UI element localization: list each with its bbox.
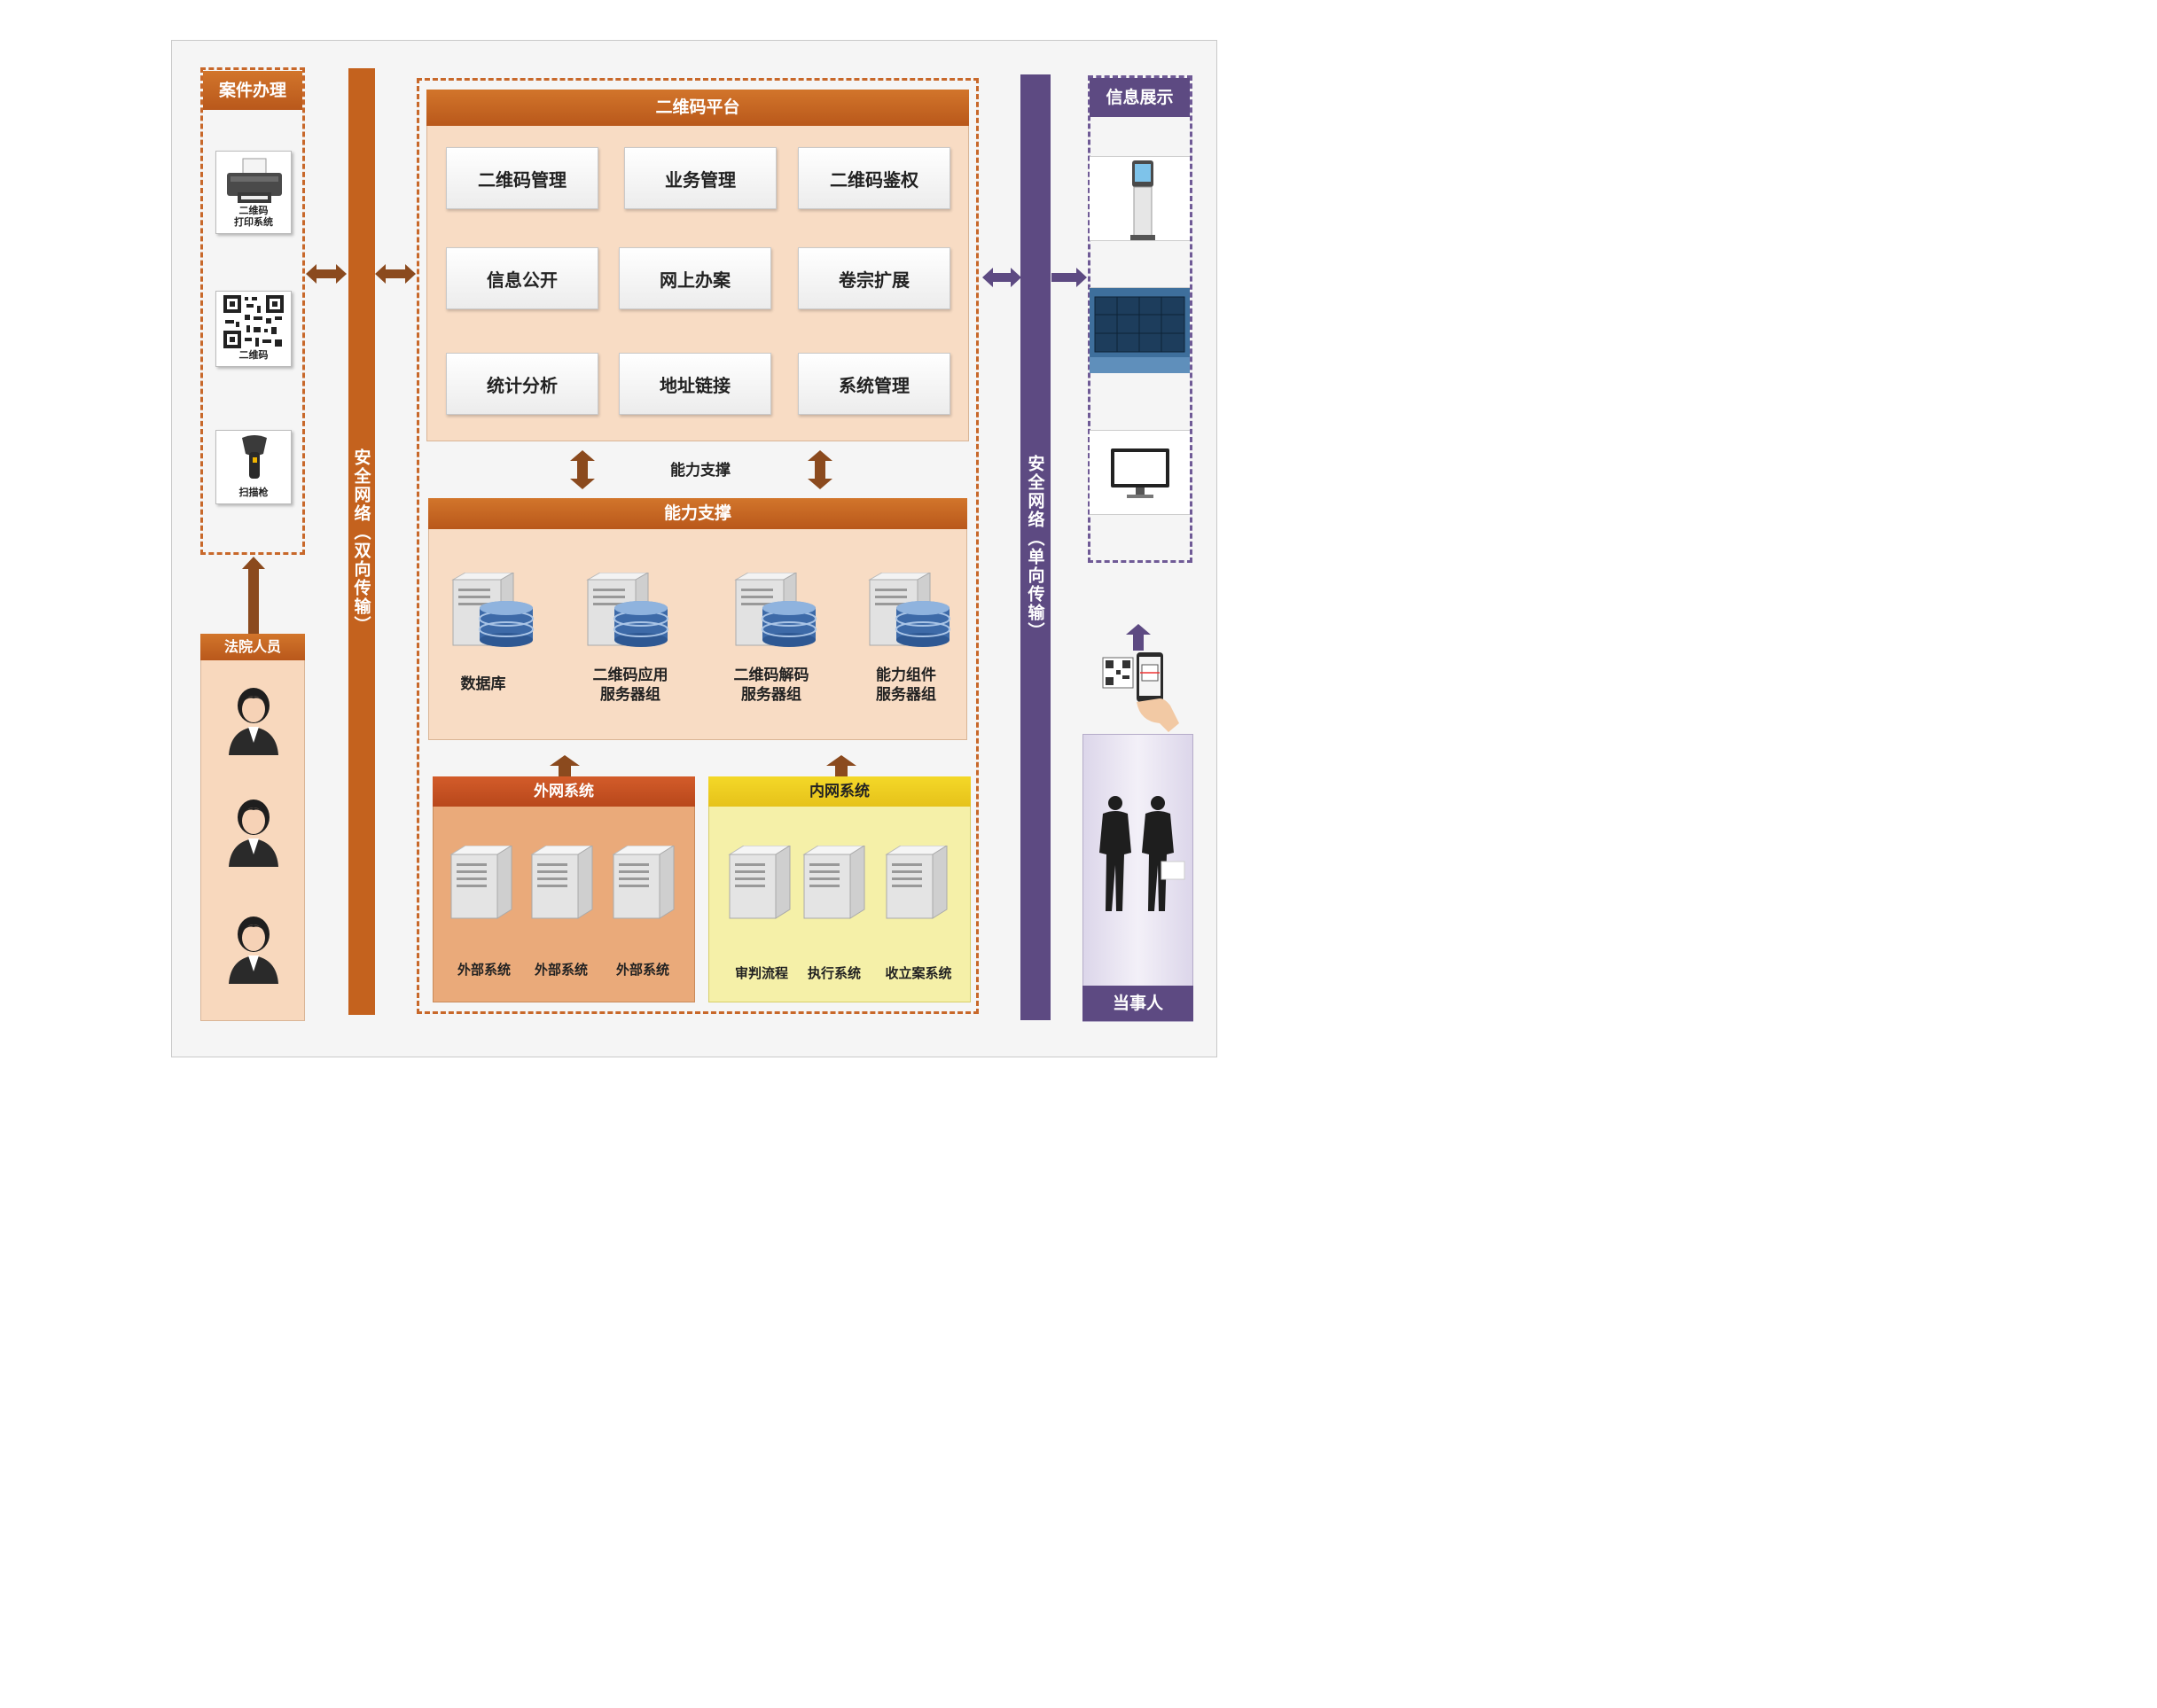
- info-display-title: 信息展示: [1090, 78, 1190, 117]
- server-label-qr-decode: 二维码解码 服务器组: [718, 666, 825, 705]
- party-title: 当事人: [1082, 986, 1193, 1021]
- video-wall-icon: [1090, 288, 1190, 373]
- bidirectional-arrow-left-2: [375, 264, 416, 284]
- right-arrow-display: [1051, 268, 1087, 287]
- module-qr-authentication[interactable]: 二维码鉴权: [798, 147, 950, 209]
- qr-code-icon: [223, 295, 284, 348]
- kiosk-card: [1090, 156, 1190, 241]
- database-server-icon: [586, 573, 668, 647]
- scanner-label: 扫描枪: [238, 487, 269, 498]
- server-tower-icon: [885, 846, 948, 919]
- center-dashed-panel: [417, 78, 979, 1014]
- printer-label-line1: 二维码: [238, 205, 269, 216]
- external-network-title: 外网系统: [433, 776, 695, 807]
- server-label-line1: 数据库: [460, 675, 506, 693]
- up-arrow-court-staff: [242, 557, 265, 635]
- server-label-database: 数据库: [439, 675, 528, 694]
- case-handling-panel: [200, 67, 305, 555]
- qr-platform-title: 二维码平台: [426, 90, 969, 126]
- server-tower-icon: [728, 846, 791, 919]
- printer-icon: [227, 158, 282, 203]
- external-system-label: 外部系统: [534, 962, 588, 978]
- up-arrow-party: [1126, 624, 1151, 651]
- module-qr-management[interactable]: 二维码管理: [446, 147, 598, 209]
- business-people-icon: [1099, 796, 1185, 911]
- module-dossier-extension[interactable]: 卷宗扩展: [798, 247, 950, 309]
- server-tower-icon: [802, 846, 865, 919]
- vertical-double-arrow-2: [808, 450, 832, 489]
- capability-support-title: 能力支撑: [428, 498, 967, 529]
- server-label-qr-app: 二维码应用 服务器组: [578, 666, 683, 705]
- case-handling-title: 案件办理: [203, 71, 302, 110]
- info-display-panel: [1088, 75, 1192, 563]
- module-business-management[interactable]: 业务管理: [624, 147, 777, 209]
- person-icon: [229, 799, 278, 867]
- barcode-scanner-icon: [242, 435, 267, 479]
- scanner-card: 扫描枪: [215, 430, 292, 504]
- video-wall-card: [1090, 287, 1190, 373]
- qr-code-label: 二维码: [238, 349, 269, 361]
- database-server-icon: [868, 573, 950, 647]
- monitor-card: [1090, 430, 1190, 515]
- module-system-management[interactable]: 系统管理: [798, 353, 950, 415]
- person-icon: [229, 688, 278, 755]
- up-arrow-external: [550, 755, 580, 776]
- server-label-line1: 二维码应用: [592, 667, 668, 684]
- printer-label-line2: 打印系统: [234, 216, 273, 228]
- capability-support-label: 能力支撑: [670, 462, 731, 480]
- database-server-icon: [451, 573, 534, 647]
- internal-system-label-trial: 审判流程: [734, 965, 788, 981]
- qr-print-system-card: 二维码 打印系统: [215, 151, 292, 234]
- server-label-line2: 服务器组: [741, 686, 801, 704]
- server-tower-icon: [449, 846, 512, 919]
- court-staff-title: 法院人员: [200, 634, 305, 660]
- server-label-line2: 服务器组: [876, 686, 936, 704]
- server-label-capability: 能力组件 服务器组: [853, 666, 959, 705]
- bidirectional-arrow-left-1: [306, 264, 347, 284]
- external-system-label: 外部系统: [615, 962, 669, 978]
- server-tower-icon: [612, 846, 675, 919]
- server-label-line1: 能力组件: [876, 667, 936, 684]
- vertical-double-arrow-1: [570, 450, 595, 489]
- module-information-disclosure[interactable]: 信息公开: [446, 247, 598, 309]
- server-label-line1: 二维码解码: [733, 667, 809, 684]
- module-address-link[interactable]: 地址链接: [619, 353, 771, 415]
- secure-network-bidirectional-bar: 安全网络（双向传输）: [348, 68, 375, 1015]
- secure-network-unidirectional-bar: 安全网络（单向传输）: [1020, 74, 1051, 1020]
- person-icon: [229, 916, 278, 984]
- internal-system-label-filing: 收立案系统: [885, 965, 952, 981]
- monitor-icon: [1111, 448, 1169, 498]
- database-server-icon: [734, 573, 817, 647]
- up-arrow-internal: [826, 755, 856, 776]
- module-online-case-handling[interactable]: 网上办案: [619, 247, 771, 309]
- bidirectional-arrow-right: [982, 268, 1021, 287]
- qr-code-card: 二维码: [215, 291, 292, 367]
- server-tower-icon: [530, 846, 593, 919]
- phone-scan-qr-icon: [1102, 652, 1179, 732]
- module-statistics-analysis[interactable]: 统计分析: [446, 353, 598, 415]
- kiosk-icon: [1130, 160, 1155, 240]
- external-system-label: 外部系统: [457, 962, 511, 978]
- internal-system-label-execution: 执行系统: [807, 965, 861, 981]
- server-label-line2: 服务器组: [600, 686, 660, 704]
- internal-network-title: 内网系统: [708, 776, 971, 807]
